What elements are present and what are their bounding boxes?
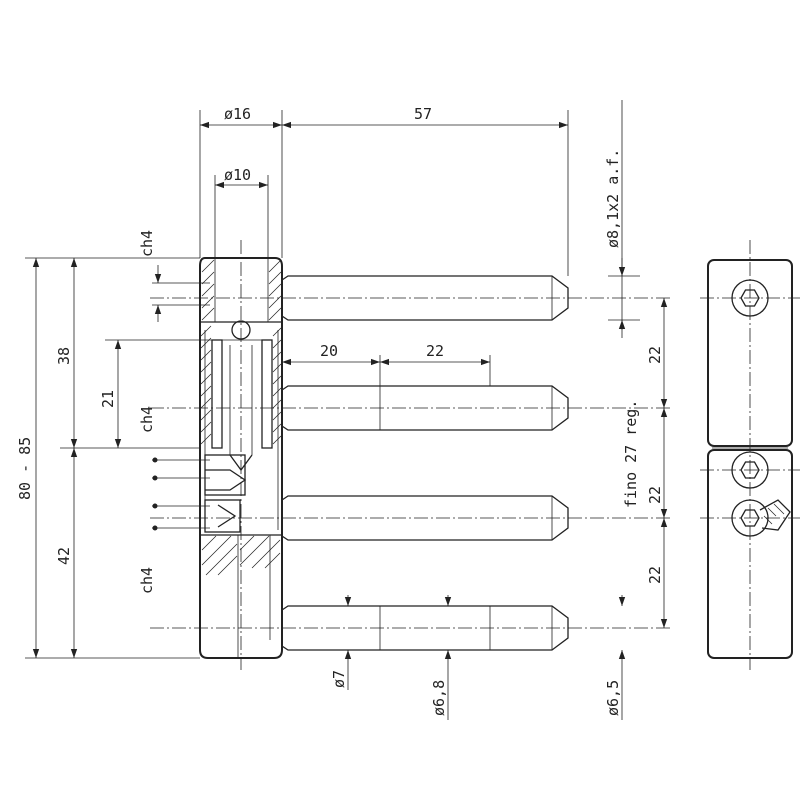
center-lines [150, 240, 670, 670]
dim-22-a: 22 [646, 346, 664, 364]
dim-ch4-top: ch4 [138, 230, 156, 257]
hex-socket-screw-top [731, 279, 769, 317]
dim-d10: ø10 [224, 166, 251, 184]
dim-42: 42 [55, 547, 73, 565]
dim-22-b: 22 [646, 486, 664, 504]
dim-d68: ø6,8 [430, 680, 448, 716]
dim-21: 21 [99, 390, 117, 408]
dim-d16: ø16 [224, 105, 251, 123]
dim-fino: fino 27 reg. [622, 400, 640, 508]
dim-22-c: 22 [646, 566, 664, 584]
dimension-lines [25, 100, 668, 720]
hinge-side-view [700, 240, 800, 670]
dim-ch4-mid: ch4 [138, 406, 156, 433]
dim-d7: ø7 [330, 670, 348, 688]
dim-20: 20 [320, 342, 338, 360]
dim-ch4-bottom: ch4 [138, 567, 156, 594]
dim-d81: ø8,1x2 a.f. [604, 149, 622, 248]
hex-socket-screw-middle [731, 451, 769, 489]
dim-38: 38 [55, 347, 73, 365]
hex-socket-screw-bottom [731, 499, 791, 537]
dim-80-85: 80 - 85 [16, 437, 34, 500]
dim-22-horizontal: 22 [426, 342, 444, 360]
dim-d65: ø6,5 [604, 680, 622, 716]
dim-57: 57 [414, 105, 432, 123]
